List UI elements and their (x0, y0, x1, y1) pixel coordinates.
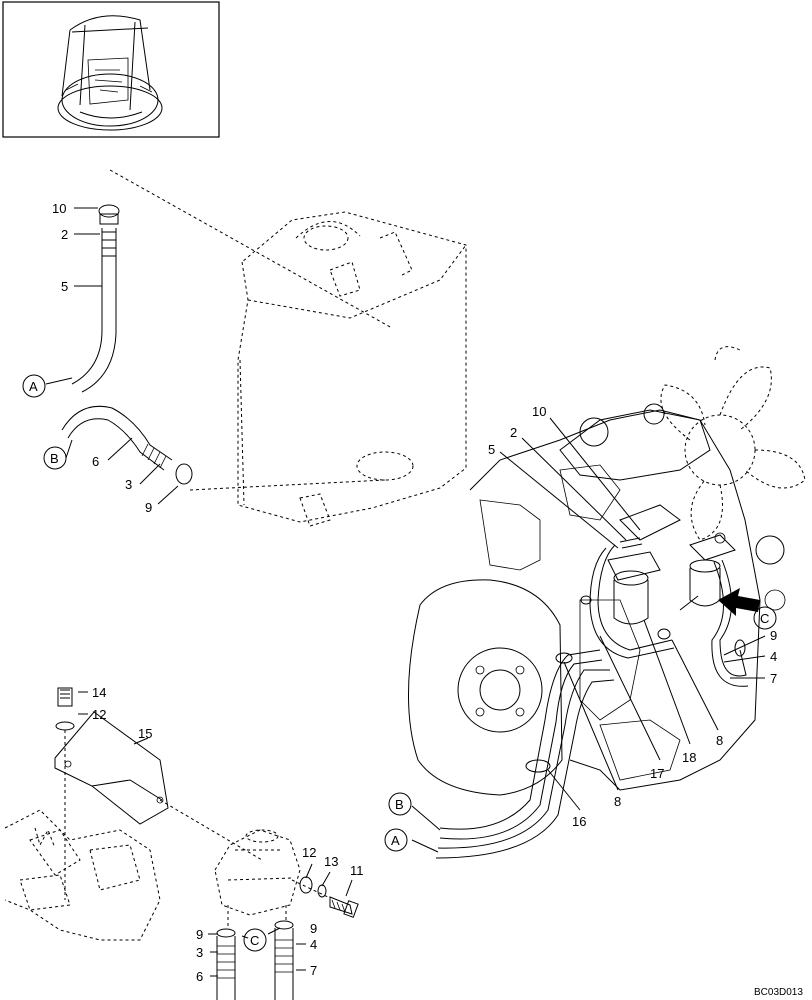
callout-12: 12 (92, 707, 106, 722)
callout-10: 10 (532, 404, 546, 419)
callout-9: 9 (770, 628, 777, 643)
callout-6: 6 (196, 969, 203, 984)
callout-14: 14 (92, 685, 106, 700)
hose-clamp-8 (555, 652, 573, 664)
bracket-detail (54, 687, 263, 900)
hose-clamp-16 (525, 759, 551, 773)
callout-4: 4 (770, 649, 777, 664)
callout-8: 8 (716, 733, 723, 748)
cooling-fan (660, 346, 806, 541)
locator-inset (2, 1, 220, 138)
callout-16: 16 (572, 814, 586, 829)
drawing-code: BC03D013 (754, 987, 803, 998)
callout-8: 8 (614, 794, 621, 809)
hose-clamp-9 (175, 463, 193, 485)
engine-assembly (407, 346, 806, 796)
hose-lower-left (216, 928, 236, 1000)
callout-C: C (250, 933, 259, 948)
callout-10: 10 (52, 201, 66, 216)
callout-17: 17 (650, 766, 664, 781)
callout-11: 11 (350, 863, 364, 878)
callout-18: 18 (682, 750, 696, 765)
hose-clamp-10 (98, 204, 120, 218)
leader-line-supply (189, 479, 386, 491)
callout-C: C (760, 611, 769, 626)
callout-7: 7 (310, 963, 317, 978)
callout-4: 4 (310, 937, 317, 952)
hose-clamp-9 (734, 639, 746, 657)
callout-15: 15 (138, 726, 152, 741)
hose-lower-right (274, 920, 294, 1000)
bracket-15 (54, 711, 169, 825)
callout-A: A (391, 833, 400, 848)
arrow-to-detail-c (718, 588, 760, 616)
callout-B: B (395, 797, 404, 812)
machine-thumbnail (57, 15, 163, 131)
callout-9: 9 (196, 927, 203, 942)
callout-5: 5 (488, 442, 495, 457)
washer-12 (299, 876, 313, 894)
callout-A: A (29, 379, 38, 394)
callout-9: 9 (310, 921, 317, 936)
bolt-11 (329, 896, 359, 918)
hose-return-upper (71, 204, 120, 393)
callout-3: 3 (125, 477, 132, 492)
callout-2: 2 (61, 227, 68, 242)
leader-line-return (109, 169, 393, 329)
lower-engine-detail (4, 809, 161, 941)
fuel-tank (237, 211, 467, 527)
fuel-filter (607, 504, 681, 625)
callout-9: 9 (145, 500, 152, 515)
hose-bundle (435, 649, 615, 859)
callout-2: 2 (510, 425, 517, 440)
callout-13: 13 (324, 854, 338, 869)
callout-5: 5 (61, 279, 68, 294)
callout-3: 3 (196, 945, 203, 960)
washer-12 (55, 721, 75, 731)
hose-supply-upper (61, 405, 193, 485)
callout-labels: 10 2 5 A B 6 3 9 10 2 5 C 9 4 7 8 18 17 … (29, 201, 777, 984)
callout-B: B (50, 451, 59, 466)
callout-12: 12 (302, 845, 316, 860)
filter-head-detail (214, 829, 301, 916)
callout-6: 6 (92, 454, 99, 469)
callout-circles (22, 374, 777, 952)
leader-lines (45, 207, 766, 977)
callout-7: 7 (770, 671, 777, 686)
